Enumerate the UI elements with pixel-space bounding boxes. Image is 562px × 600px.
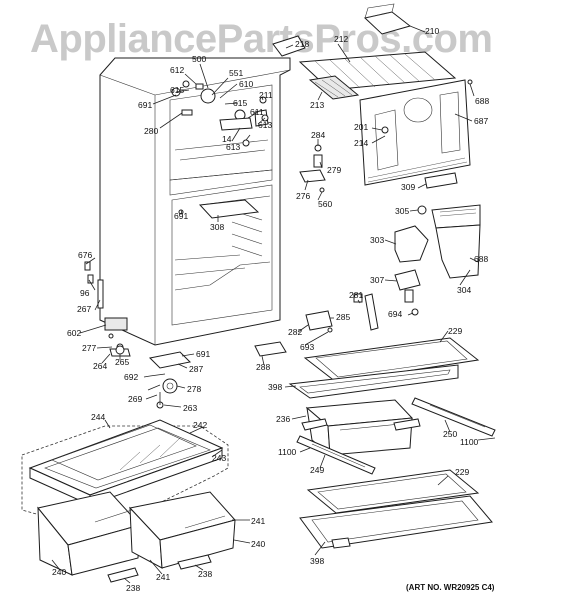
callout-305: 305 (395, 206, 409, 216)
callout-691-top: 691 (138, 100, 152, 110)
callout-282: 282 (288, 327, 302, 337)
callout-398-upper: 398 (268, 382, 282, 392)
callout-693: 693 (300, 342, 314, 352)
callout-611: 611 (250, 107, 264, 117)
callout-242: 242 (193, 420, 207, 430)
middle-small-parts (305, 293, 379, 333)
callout-201: 201 (354, 122, 368, 132)
cabinet-illustration (84, 57, 291, 346)
callout-613-right: 613 (258, 120, 272, 130)
callout-267: 267 (77, 304, 91, 314)
lower-glass-shelf (299, 469, 493, 549)
callout-214: 214 (354, 138, 368, 148)
callout-263: 263 (183, 403, 197, 413)
callout-309: 309 (401, 182, 415, 192)
callout-560: 560 (318, 199, 332, 209)
bottom-hardware (108, 333, 287, 409)
callout-307: 307 (370, 275, 384, 285)
callout-610: 610 (239, 79, 253, 89)
callout-250: 250 (443, 429, 457, 439)
rail-249 (296, 435, 376, 475)
callout-279: 279 (327, 165, 341, 175)
callout-687: 687 (474, 116, 488, 126)
callout-691-bottom: 691 (196, 349, 210, 359)
callout-211: 211 (259, 90, 273, 100)
callout-14: 14 (222, 134, 232, 144)
callout-229-lower: 229 (455, 467, 469, 477)
callout-1100-left: 1100 (278, 447, 297, 457)
callout-218: 218 (295, 39, 309, 49)
callout-688-top: 688 (475, 96, 489, 106)
callout-278: 278 (187, 384, 201, 394)
callout-277: 277 (82, 343, 96, 353)
callout-691-mid: 691 (174, 211, 188, 221)
callout-238-right: 238 (198, 569, 212, 579)
callout-612: 612 (170, 65, 184, 75)
callout-284: 284 (311, 130, 325, 140)
top-right-parts (272, 3, 473, 193)
callout-labels: 500 218 212 210 612 551 610 615 615 691 … (52, 26, 489, 593)
callout-96: 96 (80, 288, 90, 298)
callout-602: 602 (67, 328, 81, 338)
callout-240-left: 240 (52, 567, 66, 577)
callout-615-right: 615 (233, 98, 247, 108)
callout-243: 243 (212, 453, 226, 463)
art-number: (ART NO. WR20925 C4) (406, 583, 495, 592)
callout-249: 249 (310, 465, 324, 475)
callout-613-bottom: 613 (226, 142, 240, 152)
callout-281: 281 (349, 290, 363, 300)
callout-676: 676 (78, 250, 92, 260)
callout-238-left: 238 (126, 583, 140, 593)
callout-229-upper: 229 (448, 326, 462, 336)
callout-213: 213 (310, 100, 324, 110)
callout-1100-right: 1100 (460, 437, 479, 447)
callout-688-mid: 688 (474, 254, 488, 264)
callout-694: 694 (388, 309, 402, 319)
callout-287: 287 (189, 364, 203, 374)
callout-212: 212 (334, 34, 348, 44)
callout-303: 303 (370, 235, 384, 245)
callout-308: 308 (210, 222, 224, 232)
callout-240-right: 240 (251, 539, 265, 549)
duct-assembly (394, 204, 481, 316)
callout-241-right: 241 (251, 516, 265, 526)
callout-236: 236 (276, 414, 290, 424)
callout-244: 244 (91, 412, 105, 422)
rail-250 (411, 397, 496, 441)
callout-615-left: 615 (170, 85, 184, 95)
callout-265: 265 (115, 357, 129, 367)
callout-280: 280 (144, 126, 158, 136)
callout-304: 304 (457, 285, 471, 295)
callout-398-lower: 398 (310, 556, 324, 566)
callout-269: 269 (128, 394, 142, 404)
leader-lines (51, 25, 479, 584)
freezer-bins (21, 419, 236, 583)
callout-285: 285 (336, 312, 350, 322)
callout-210: 210 (425, 26, 439, 36)
callout-276: 276 (296, 191, 310, 201)
callout-692: 692 (124, 372, 138, 382)
upper-glass-shelf (288, 337, 480, 399)
callout-264: 264 (93, 361, 107, 371)
callout-241-left: 241 (156, 572, 170, 582)
callout-551: 551 (229, 68, 243, 78)
callout-500: 500 (192, 54, 206, 64)
callout-288: 288 (256, 362, 270, 372)
crisper-pan (301, 399, 421, 457)
